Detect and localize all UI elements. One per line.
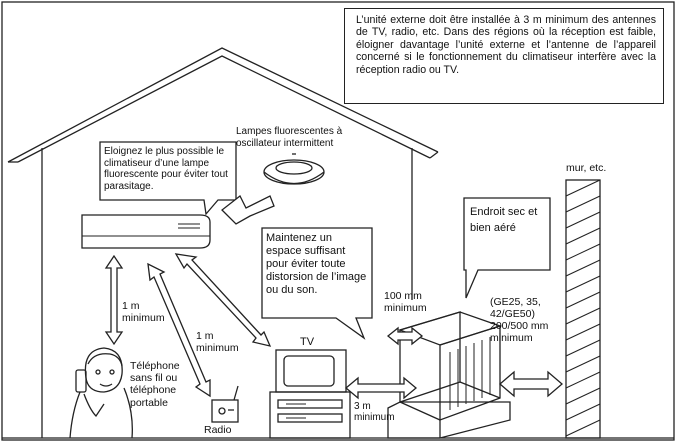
arrow-ac-to-phone xyxy=(104,254,124,346)
indoor-ac-unit xyxy=(81,214,211,249)
fluorescent-advice-text: Eloignez le plus possible le climatiseur… xyxy=(104,146,228,192)
fluorescent-lamp xyxy=(263,153,325,185)
phone-label: Téléphone sans fil ou téléphone portable xyxy=(130,360,180,409)
note-box-top-right xyxy=(344,8,664,104)
arrow-ac-to-radio xyxy=(147,262,211,398)
outdoor-unit xyxy=(387,311,511,439)
arrow-ac-to-tv xyxy=(174,253,272,347)
space-advice-text: Maintenez un espace suffisant pour évite… xyxy=(266,232,367,296)
person-on-phone xyxy=(69,347,133,439)
house-roof xyxy=(7,47,439,163)
tv-set xyxy=(269,349,351,439)
callout-fluorescent-advice xyxy=(99,141,237,216)
lamps-label: Lampes fluorescentes à oscillateur inter… xyxy=(236,126,343,149)
distance-3m-label: 3 m minimum xyxy=(354,401,395,423)
dry-place-text: Endroit sec et bien aéré xyxy=(470,206,538,234)
arrow-100mm-gap xyxy=(386,326,424,346)
arrow-tv-to-outdoor xyxy=(344,376,418,400)
callout-dry-place xyxy=(463,197,551,299)
distance-phone-label: 1 m minimum xyxy=(122,300,165,324)
distance-100mm-label: 100 mm minimum xyxy=(384,290,427,314)
callout-space-advice xyxy=(261,227,373,340)
outer-wall-hatched xyxy=(565,179,601,439)
note-antenna-distance: L’unité externe doit être installée à 3 … xyxy=(356,14,656,76)
wall-label: mur, etc. xyxy=(566,162,607,174)
radio-label: Radio xyxy=(204,424,232,436)
tv-label: TV xyxy=(300,336,315,348)
distance-models-label: (GE25, 35, 42/GE50) 200/500 mm minimum xyxy=(490,296,549,344)
arrow-outdoor-to-wall xyxy=(499,370,563,398)
radio-set xyxy=(211,385,239,423)
arrow-lamp-to-ac xyxy=(221,195,275,225)
distance-radio-label: 1 m minimum xyxy=(196,330,239,354)
